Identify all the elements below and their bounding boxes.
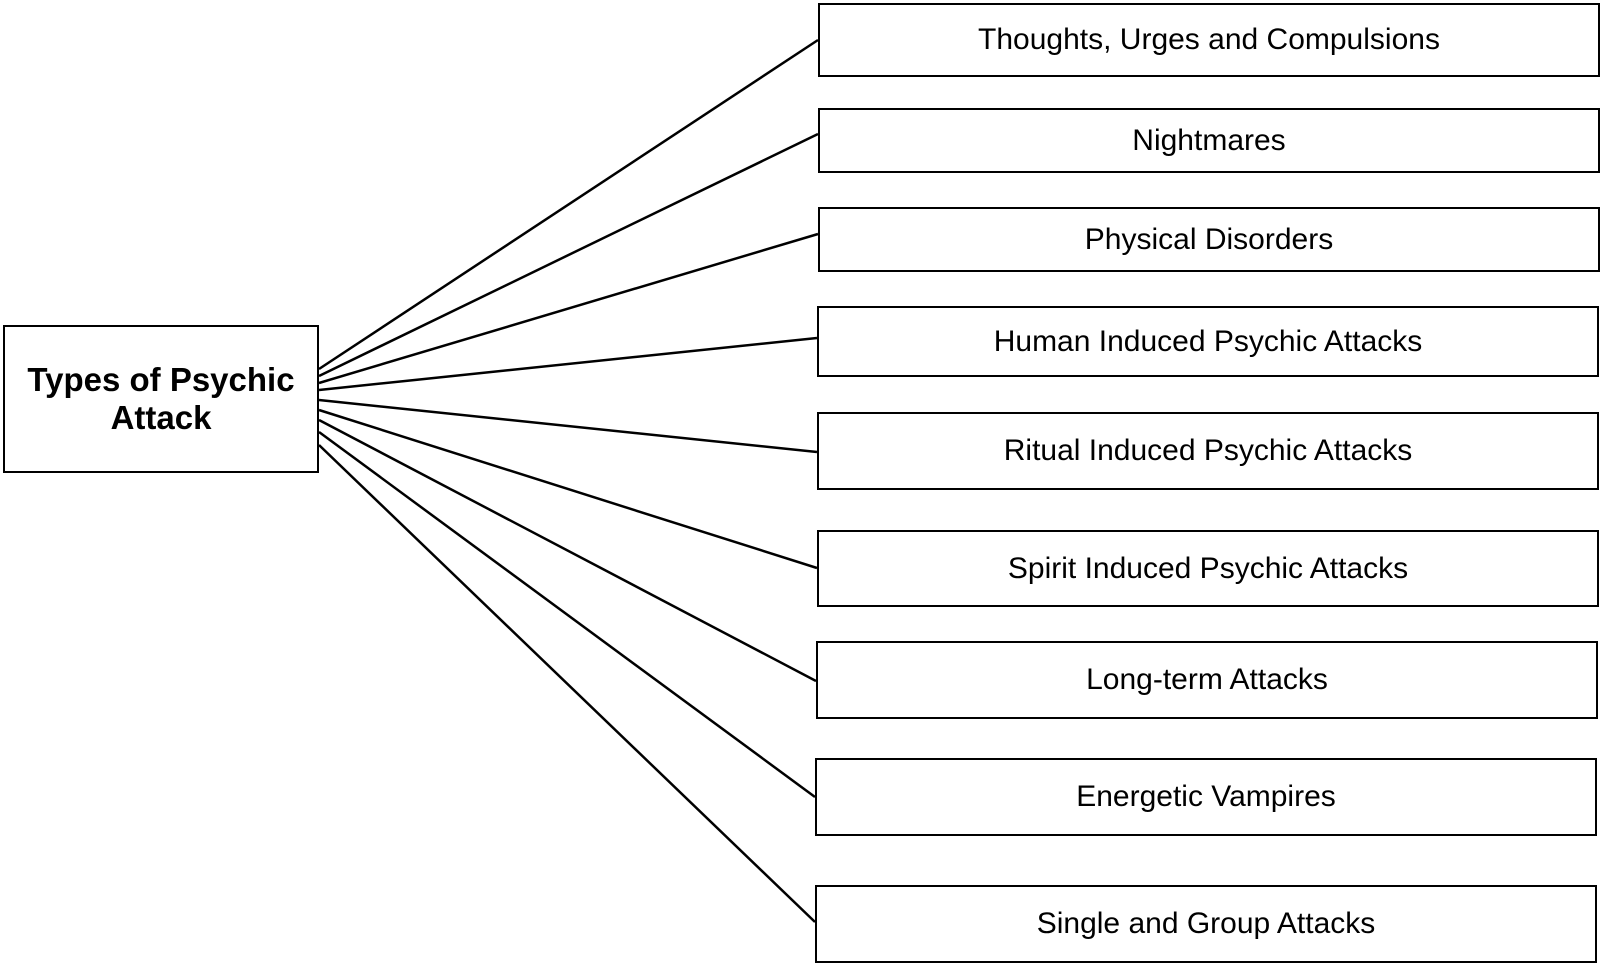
node-spirit-induced-psychic-attacks: Spirit Induced Psychic Attacks — [817, 530, 1599, 607]
node-label: Long-term Attacks — [1086, 663, 1328, 696]
node-label: Spirit Induced Psychic Attacks — [1007, 551, 1409, 585]
node-label: Energetic Vampires — [1076, 780, 1336, 813]
connector-line — [318, 444, 816, 923]
node-thoughts-urges-compulsions: Thoughts, Urges and Compulsions — [818, 3, 1600, 77]
connector-line — [318, 418, 817, 683]
connector-line — [318, 132, 819, 378]
connector-line — [318, 398, 818, 454]
node-label: Thoughts, Urges and Compulsions — [978, 23, 1440, 56]
node-label: Ritual Induced Psychic Attacks — [1003, 434, 1413, 467]
connector-line — [318, 430, 816, 799]
node-label: Nightmares — [1132, 123, 1286, 157]
node-long-term-attacks: Long-term Attacks — [816, 641, 1598, 719]
node-single-and-group-attacks: Single and Group Attacks — [815, 885, 1597, 963]
connector-line — [318, 232, 819, 385]
node-label: Physical Disorders — [1084, 222, 1334, 256]
node-nightmares: Nightmares — [818, 108, 1600, 173]
root-label: Types of Psychic Attack — [27, 361, 295, 436]
node-energetic-vampires: Energetic Vampires — [815, 758, 1597, 836]
node-label: Single and Group Attacks — [1036, 907, 1376, 940]
node-physical-disorders: Physical Disorders — [818, 207, 1600, 272]
node-ritual-induced-psychic-attacks: Ritual Induced Psychic Attacks — [817, 412, 1599, 490]
connector-line — [318, 38, 819, 371]
connector-line — [318, 408, 818, 570]
node-label: Human Induced Psychic Attacks — [993, 324, 1423, 358]
connector-line — [318, 336, 818, 392]
root-node: Types of Psychic Attack — [3, 325, 319, 473]
node-human-induced-psychic-attacks: Human Induced Psychic Attacks — [817, 306, 1599, 377]
